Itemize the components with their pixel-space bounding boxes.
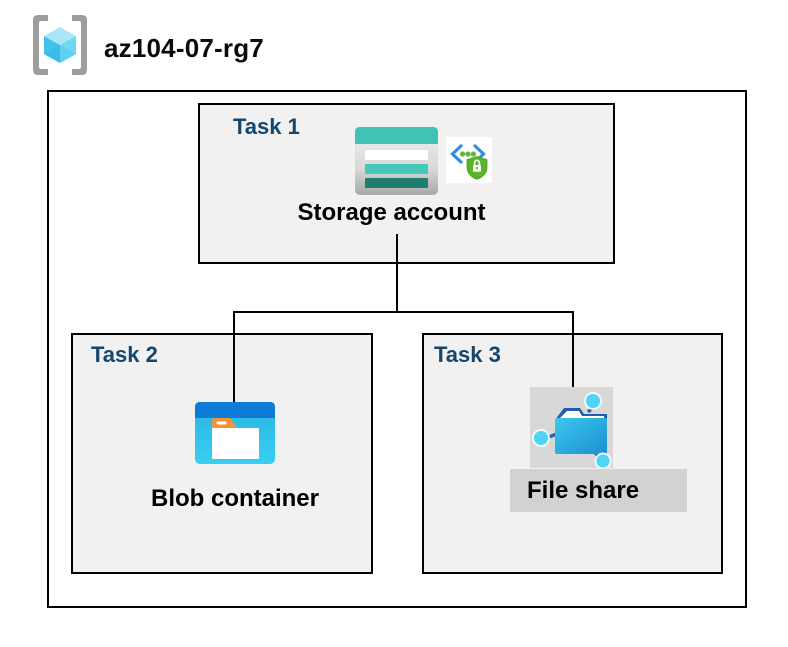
file-share-icon — [532, 392, 612, 468]
file-share-icon-background — [530, 387, 613, 468]
blob-container-label: Blob container — [150, 485, 319, 512]
connector-storage-stem — [396, 234, 398, 312]
sas-lock-icon — [446, 137, 492, 183]
resource-group-icon — [33, 15, 87, 75]
connector-to-file-share — [572, 311, 574, 394]
connector-to-blob-container — [233, 311, 235, 403]
blob-container-icon — [195, 402, 275, 464]
storage-account-icon — [355, 127, 438, 195]
file-share-label-band: File share — [510, 469, 687, 512]
connector-branch — [233, 311, 574, 313]
file-share-label: File share — [527, 477, 640, 504]
resource-group-name: az104-07-rg7 — [104, 33, 264, 63]
task1-label: Task 1 — [233, 114, 300, 139]
task2-label: Task 2 — [91, 342, 158, 367]
storage-account-label: Storage account — [297, 199, 486, 226]
task3-label: Task 3 — [434, 342, 501, 367]
